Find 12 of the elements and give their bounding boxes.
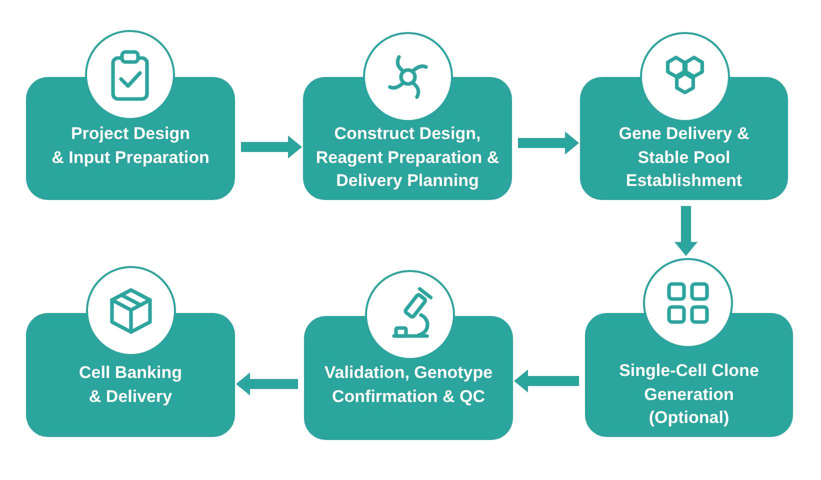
process-step <box>580 31 788 200</box>
step-label: Single-Cell Clone Generation (Optional) <box>618 360 760 429</box>
process-step <box>26 29 235 200</box>
step-label: Construct Design, Reagent Preparation & Delivery Planning <box>314 123 500 192</box>
step-label: Project Design & Input Preparation <box>50 123 210 168</box>
step-label: Gene Delivery & Stable Pool Establishment <box>618 123 750 192</box>
process-step <box>585 257 793 437</box>
step-label: Validation, Genotype Confirmation & QC <box>323 362 494 408</box>
process-step <box>304 269 513 440</box>
process-step <box>26 265 235 437</box>
process-step <box>303 31 512 200</box>
step-label: Cell Banking & Delivery <box>78 362 183 408</box>
